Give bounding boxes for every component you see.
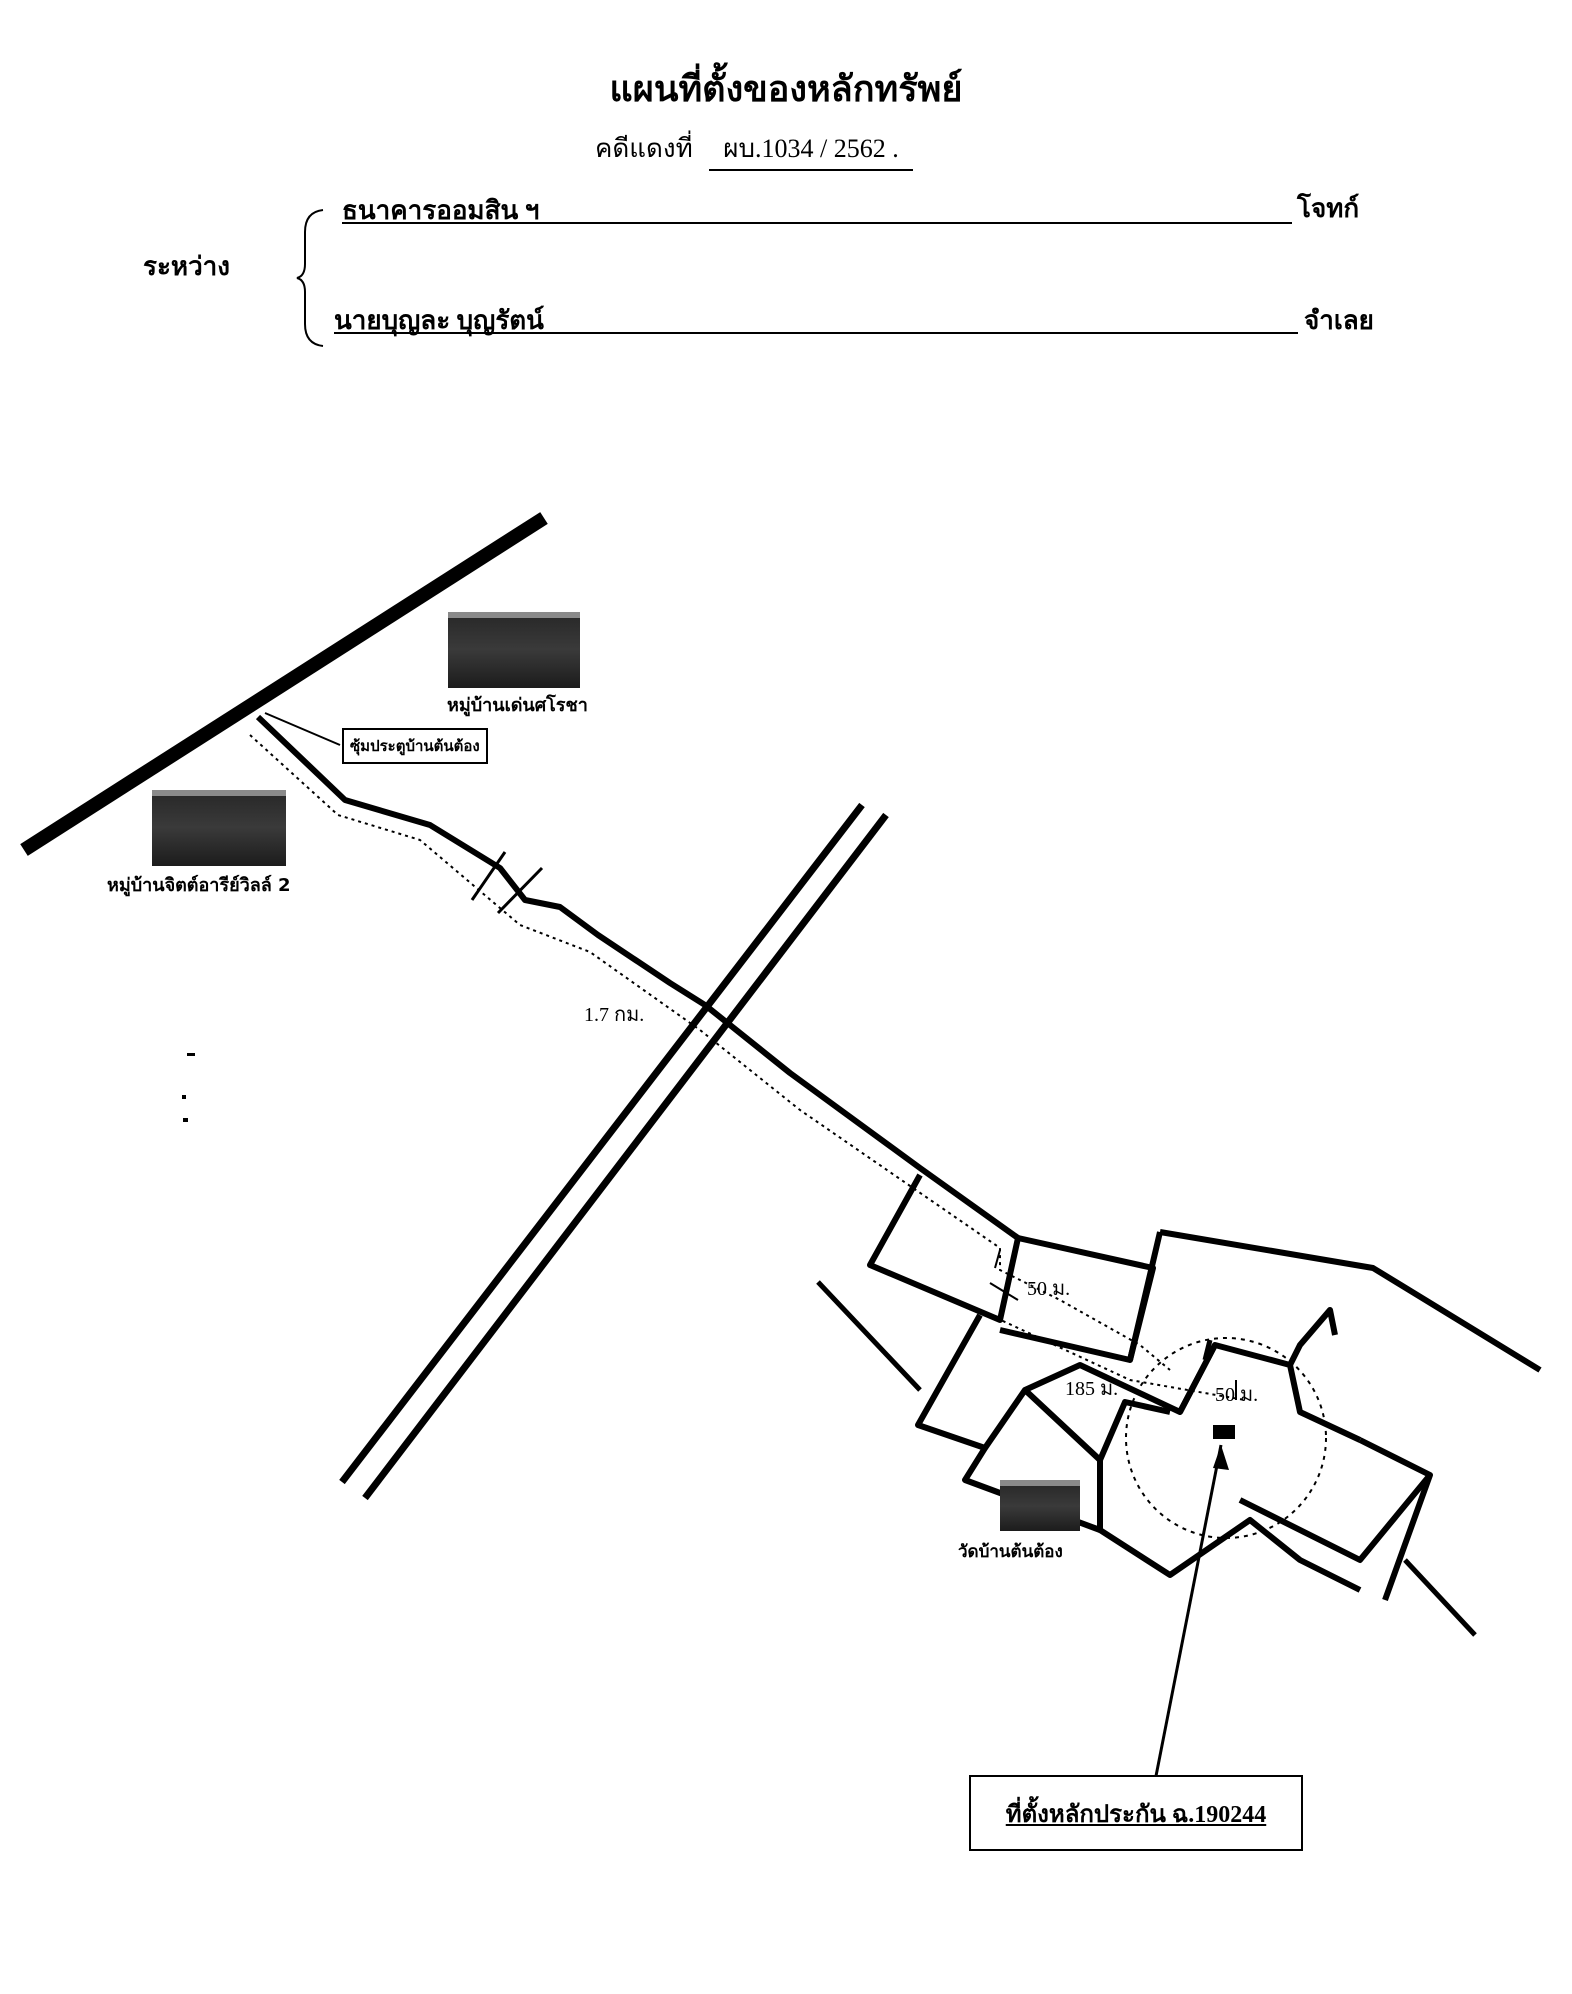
- plaintiff-underline: [342, 222, 1292, 224]
- defendant-underline: [334, 332, 1298, 334]
- village-west-photo: [152, 790, 286, 866]
- village-west-label: หมู่บ้านจิตต์อารีย์วิลล์ 2: [107, 875, 291, 896]
- divided-highway-a: [339, 802, 865, 1485]
- defendant-name: นายบุญละ บุญรัตน์: [334, 306, 544, 335]
- plaintiff-name: ธนาคารออมสิน ฯ: [342, 196, 540, 225]
- collateral-label: ที่ตั้งหลักประกัน ฉ.190244: [1005, 1801, 1267, 1828]
- distance-50b: 50 ม.: [1215, 1384, 1259, 1406]
- divided-highway-b: [362, 812, 889, 1501]
- plaintiff-role: โจทก์: [1297, 194, 1360, 223]
- distance-50a: 50 ม.: [1027, 1278, 1071, 1300]
- distance-185: 185 ม.: [1065, 1378, 1119, 1400]
- main-highway: [20, 512, 548, 856]
- village-north-photo: [448, 612, 580, 688]
- defendant-role: จำเลย: [1304, 306, 1374, 335]
- case-number-line: คดีแดงที่ ผบ.1034 / 2562 .: [595, 128, 913, 171]
- collateral-box: ที่ตั้งหลักประกัน ฉ.190244: [969, 1775, 1303, 1851]
- village-north-label: หมู่บ้านเด่นศโรชา: [447, 695, 588, 716]
- between-label: ระหว่าง: [143, 252, 230, 281]
- brace-icon: [296, 209, 324, 347]
- temple-label: วัดบ้านต้นต้อง: [958, 1542, 1063, 1562]
- route-dotted: [249, 734, 1171, 1371]
- gate-label: ซุ้มประตูบ้านต้นต้อง: [342, 728, 488, 764]
- case-number: ผบ.1034 / 2562 .: [709, 128, 913, 171]
- access-road: [255, 714, 1020, 1241]
- collateral-circle: [1125, 1337, 1327, 1539]
- collateral-pointer: [1154, 1444, 1223, 1777]
- distance-main: 1.7 กม.: [584, 1004, 645, 1026]
- temple-photo: [1000, 1480, 1080, 1531]
- case-label: คดีแดงที่: [595, 134, 693, 163]
- block-roads: [867, 1173, 1021, 1323]
- page-title: แผนที่ตั้งของหลักทรัพย์: [609, 69, 963, 109]
